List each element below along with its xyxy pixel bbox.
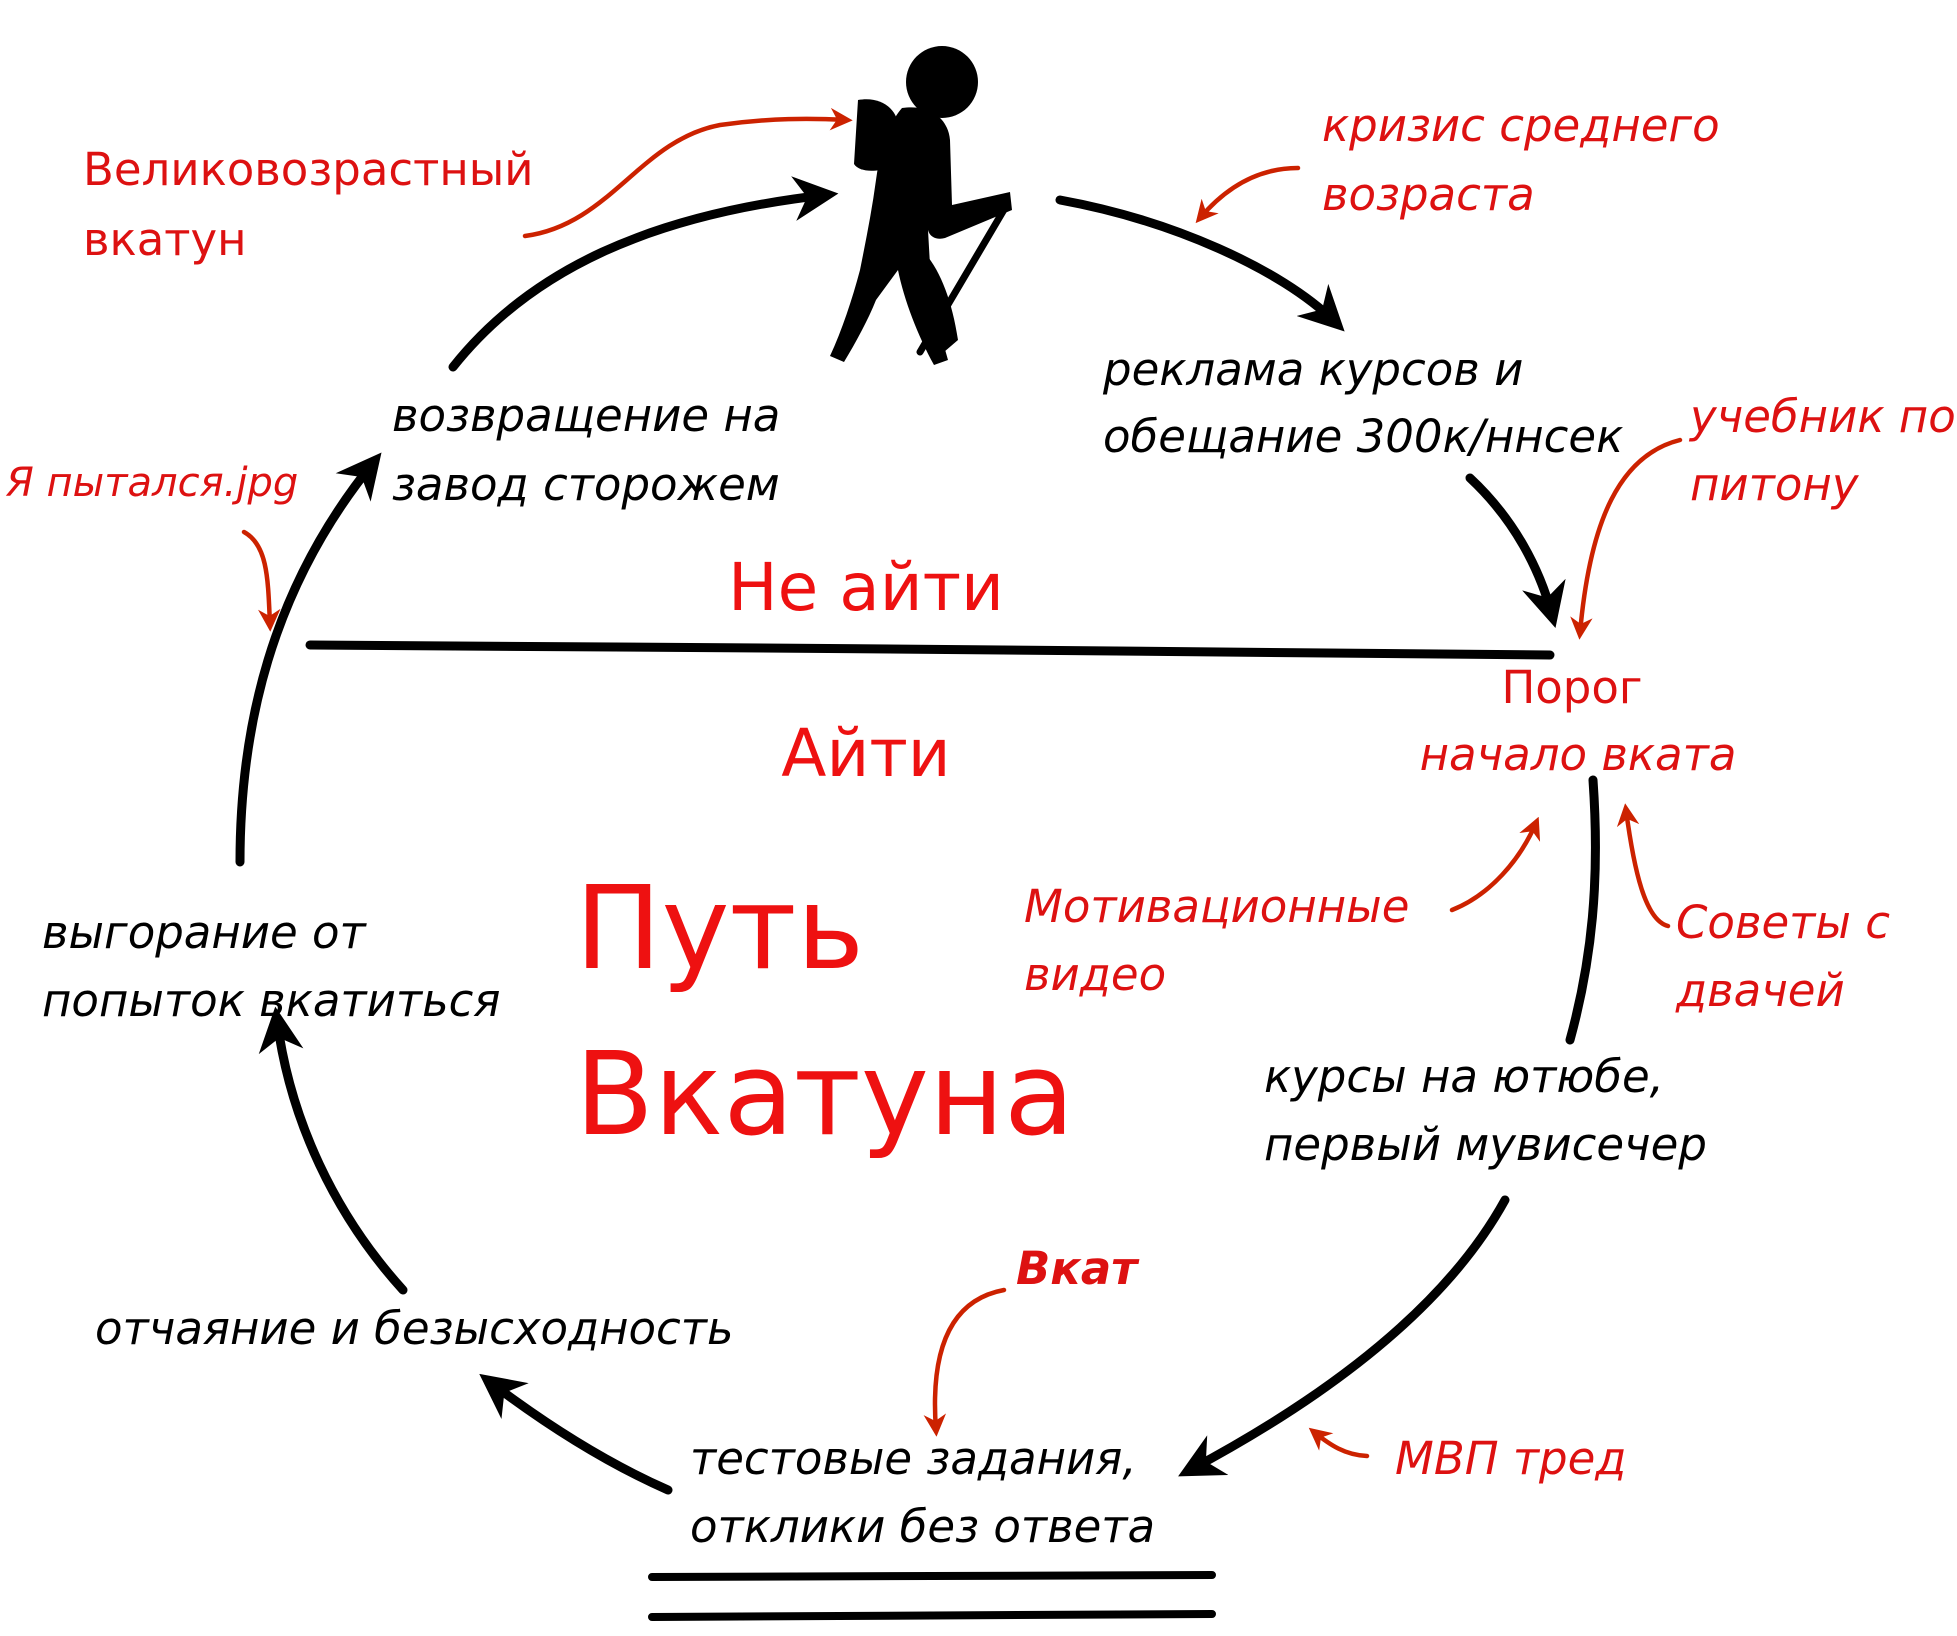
node-burnout-line-2: попыток вкатиться	[42, 974, 500, 1027]
node-threshold-sub: начало вката	[1420, 728, 1737, 781]
arrow-motivation	[1449, 816, 1541, 913]
divider-line	[305, 640, 1555, 660]
arrow-midlife	[1195, 165, 1301, 224]
arrow-top-to-ads	[1055, 195, 1345, 332]
double-line-top	[648, 1571, 1216, 1581]
arrow-vkat	[923, 1287, 1007, 1437]
node-ads-line-2: обещание 300к/ннсек	[1103, 410, 1623, 463]
annotation-advice-line-1: Советы с	[1676, 896, 1890, 949]
annotation-python-line-2: питону	[1690, 458, 1860, 511]
arrow-ads-to-threshold	[1465, 473, 1566, 629]
arrow-return-to-top	[448, 176, 839, 372]
node-return-line-1: возвращение на	[392, 389, 780, 442]
arrow-python	[1570, 437, 1683, 640]
arrow-despair-to-burnout	[258, 1006, 408, 1295]
annotation-elder-line-1: Великовозрастный	[83, 143, 534, 196]
annotation-python-line-1: учебник по	[1688, 390, 1956, 443]
annotation-tried: Я пытался.jpg	[5, 460, 298, 506]
arrow-mvp	[1308, 1427, 1370, 1459]
arrow-burnout-to-return	[235, 452, 382, 867]
title-line-2: Вкатуна	[575, 1028, 1075, 1162]
node-burnout-line-1: выгорание от	[42, 906, 368, 959]
divider-label-above: Не айти	[728, 549, 1004, 626]
annotation-vkat: Вкат	[1016, 1242, 1140, 1295]
arrow-courses-to-tests	[1178, 1195, 1510, 1477]
divider-label-below: Айти	[781, 715, 950, 792]
arrow-elder	[522, 107, 853, 239]
arrow-advice	[1616, 803, 1671, 929]
title-line-1: Путь	[575, 862, 864, 996]
annotation-midlife-line-1: кризис среднего	[1322, 99, 1720, 152]
node-return-line-2: завод сторожем	[392, 458, 780, 511]
node-threshold-label: Порог	[1501, 661, 1642, 714]
annotation-mvp: МВП тред	[1395, 1432, 1626, 1485]
node-courses-line-1: курсы на ютюбе,	[1264, 1050, 1664, 1103]
node-tests-line-1: тестовые задания,	[690, 1432, 1137, 1485]
node-courses-line-2: первый мувисечер	[1264, 1118, 1707, 1171]
node-ads-line-1: реклама курсов и	[1102, 343, 1523, 396]
node-despair: отчаяние и безысходность	[95, 1302, 734, 1355]
annotation-advice-line-2: двачей	[1675, 964, 1845, 1017]
hiker-icon	[830, 46, 1012, 365]
annotation-elder-line-2: вкатун	[83, 213, 247, 266]
annotation-arrows	[241, 107, 1683, 1459]
annotation-motivation-line-2: видео	[1024, 948, 1166, 1001]
arrow-tests-to-despair	[479, 1373, 673, 1495]
cycle-arrows	[235, 176, 1600, 1621]
double-line-bottom	[648, 1610, 1216, 1621]
annotation-motivation-line-1: Мотивационные	[1024, 880, 1409, 933]
line-threshold-to-courses	[1565, 775, 1600, 1045]
annotation-midlife-line-2: возраста	[1322, 168, 1535, 221]
arrow-tried	[241, 529, 281, 632]
node-tests-line-2: отклики без ответа	[690, 1500, 1155, 1553]
